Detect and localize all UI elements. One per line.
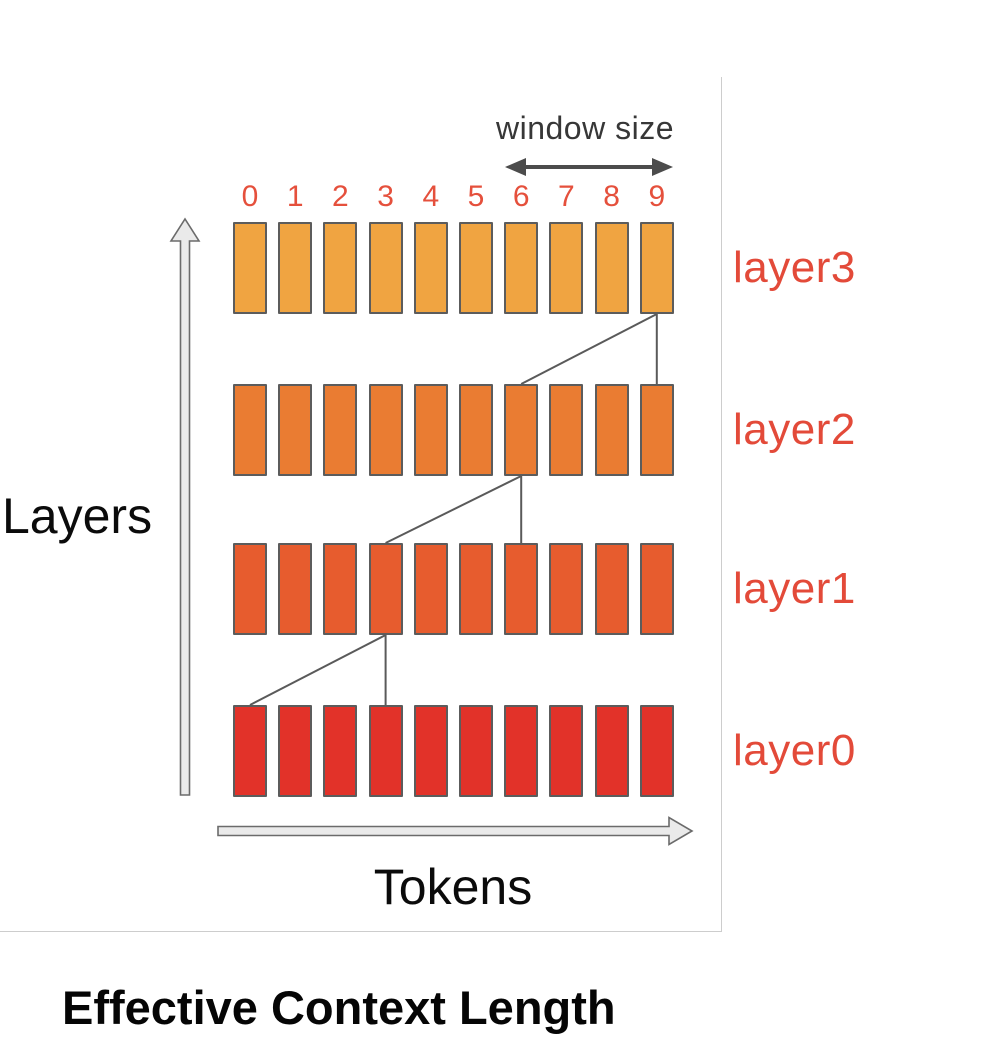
token-number-7: 7 [558, 180, 575, 213]
token-number-3: 3 [377, 180, 394, 213]
layer1-token-7-box [549, 543, 584, 635]
window-size-label: window size [495, 110, 674, 146]
layer2-token-6-box [504, 384, 539, 476]
layer1-token-0-box [233, 543, 267, 635]
token-number-0: 0 [241, 180, 259, 213]
layer2-token-9-box [639, 384, 674, 476]
token-number-9: 9 [648, 180, 666, 213]
layer0-token-7-box [549, 705, 584, 797]
layer2-token-4-box [413, 384, 448, 476]
layer1-label: layer1 [733, 564, 856, 613]
layer0-token-0-box [233, 705, 267, 797]
layer0-token-2-box [323, 705, 358, 797]
token-number-1: 1 [286, 180, 304, 213]
token-number-6: 6 [512, 180, 530, 213]
layer2-token-0-box [233, 384, 267, 476]
layer3-token-6-box [504, 222, 539, 314]
layer0-token-4-box [413, 705, 448, 797]
layer2-token-1-box [278, 384, 313, 476]
layer3-token-7-box [549, 222, 584, 314]
layer3-token-5-box [459, 222, 493, 314]
layer2-label: layer2 [733, 405, 856, 454]
layer1-token-8-box [594, 543, 629, 635]
layer3-token-8-box [594, 222, 629, 314]
layer1-token-5-box [459, 543, 493, 635]
layer2-token-7-box [549, 384, 584, 476]
layer1-token-4-box [413, 543, 448, 635]
layer1-token-9-box [639, 543, 674, 635]
layer2-token-5-box [459, 384, 493, 476]
token-number-8: 8 [603, 180, 620, 213]
layer0-token-1-box [278, 705, 313, 797]
layer1-token-2-box [323, 543, 358, 635]
layer3-token-4-box [413, 222, 448, 314]
layer3-token-1-box [278, 222, 313, 314]
token-number-2: 2 [332, 180, 349, 213]
layer0-label: layer0 [733, 726, 856, 775]
layer3-label: layer3 [733, 243, 856, 292]
layer1-token-6-box [504, 543, 539, 635]
caption: Effective Context Length [62, 981, 616, 1034]
layer0-token-8-box [594, 705, 629, 797]
layer2-token-8-box [594, 384, 629, 476]
layer3-token-0-box [233, 222, 267, 314]
layer3-token-2-box [323, 222, 358, 314]
layer0-token-5-box [459, 705, 493, 797]
layer3-token-3-box [368, 222, 403, 314]
layer0-token-9-box [639, 705, 674, 797]
layer1-token-3-box [368, 543, 403, 635]
layer1-token-1-box [278, 543, 313, 635]
layer0-token-6-box [504, 705, 539, 797]
layer2-token-2-box [323, 384, 358, 476]
tokens-axis-label: Tokens [373, 859, 533, 915]
layer0-token-3-box [368, 705, 403, 797]
layer2-token-3-box [368, 384, 403, 476]
token-number-4: 4 [422, 180, 440, 213]
token-number-5: 5 [467, 180, 485, 213]
layers-axis-label: Layers [2, 488, 153, 544]
layer3-token-9-box [639, 222, 674, 314]
